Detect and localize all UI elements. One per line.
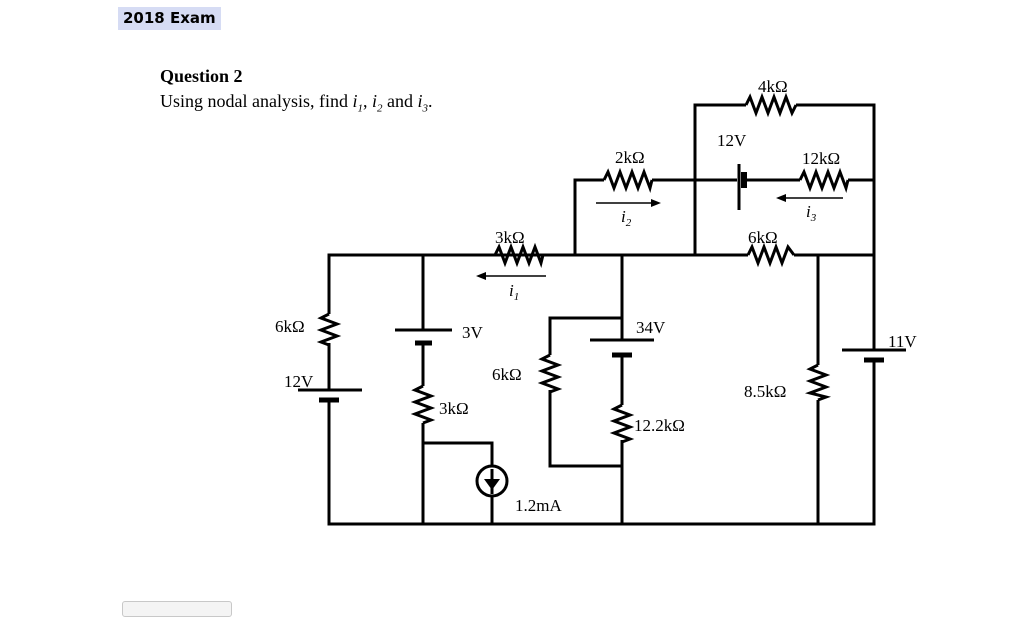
battery-12v-top: [737, 164, 747, 210]
label-6k-right: 6kΩ: [748, 228, 778, 247]
bottom-control-stub[interactable]: [122, 601, 232, 617]
resistor-3k-top: [493, 242, 545, 269]
label-6k-mid: 6kΩ: [492, 365, 522, 384]
wire-isrc: [423, 441, 494, 465]
label-i3: i3: [806, 202, 817, 224]
label-6k-left: 6kΩ: [275, 317, 305, 336]
question-prompt: Using nodal analysis, find i1, i2 and i3…: [160, 91, 433, 115]
prompt-text: Using nodal analysis, find: [160, 91, 348, 111]
resistor-8-5k: [804, 363, 832, 402]
battery-3v: [395, 328, 452, 346]
label-i1: i1: [509, 281, 519, 303]
arrow-i2: [596, 199, 661, 207]
resistor-12-2k: [609, 403, 635, 444]
wire-6k-mid-bot: [548, 390, 622, 468]
label-11v: 11V: [888, 332, 917, 351]
label-3k-top: 3kΩ: [495, 228, 525, 247]
wire-left-bottom: [327, 360, 876, 526]
arrow-i1: [476, 272, 546, 280]
var-i1: i1: [352, 91, 363, 115]
resistor-3k-low: [410, 384, 436, 425]
wire-2k-branch: [573, 178, 604, 255]
battery-11v: [842, 348, 906, 363]
resistor-6k-left: [316, 312, 342, 347]
question-title: Question 2: [160, 66, 243, 86]
resistor-6k-right: [746, 242, 796, 268]
resistor-2k: [602, 167, 654, 194]
resistor-12k: [798, 167, 850, 194]
wire-right-top: [794, 253, 876, 350]
label-8-5k: 8.5kΩ: [744, 382, 786, 401]
label-3v: 3V: [462, 323, 484, 342]
arrow-i3: [776, 194, 843, 202]
var-i2: i2: [372, 91, 383, 115]
battery-34v: [590, 338, 654, 358]
label-4k: 4kΩ: [758, 77, 788, 96]
label-2k: 2kΩ: [615, 148, 645, 167]
var-i3: i3: [417, 91, 429, 115]
wire-4k-left: [693, 103, 746, 255]
resistor-4k: [744, 92, 798, 118]
label-34v: 34V: [636, 318, 666, 337]
label-12-2k: 12.2kΩ: [634, 416, 685, 435]
label-1-2ma: 1.2mA: [515, 496, 562, 515]
label-12v-top: 12V: [717, 131, 747, 150]
label-i2: i2: [621, 207, 632, 229]
resistor-6k-mid: [537, 353, 563, 394]
battery-12v-left: [298, 388, 362, 403]
wire-left-outer: [327, 253, 543, 314]
exam-tag: 2018 Exam: [118, 7, 221, 30]
label-12v-left: 12V: [284, 372, 314, 391]
label-12k: 12kΩ: [802, 149, 840, 168]
current-source-1-2ma: [475, 464, 509, 498]
wire-4k-right: [796, 103, 876, 255]
label-3k-low: 3kΩ: [439, 399, 469, 418]
wire-6k-mid: [548, 316, 622, 355]
